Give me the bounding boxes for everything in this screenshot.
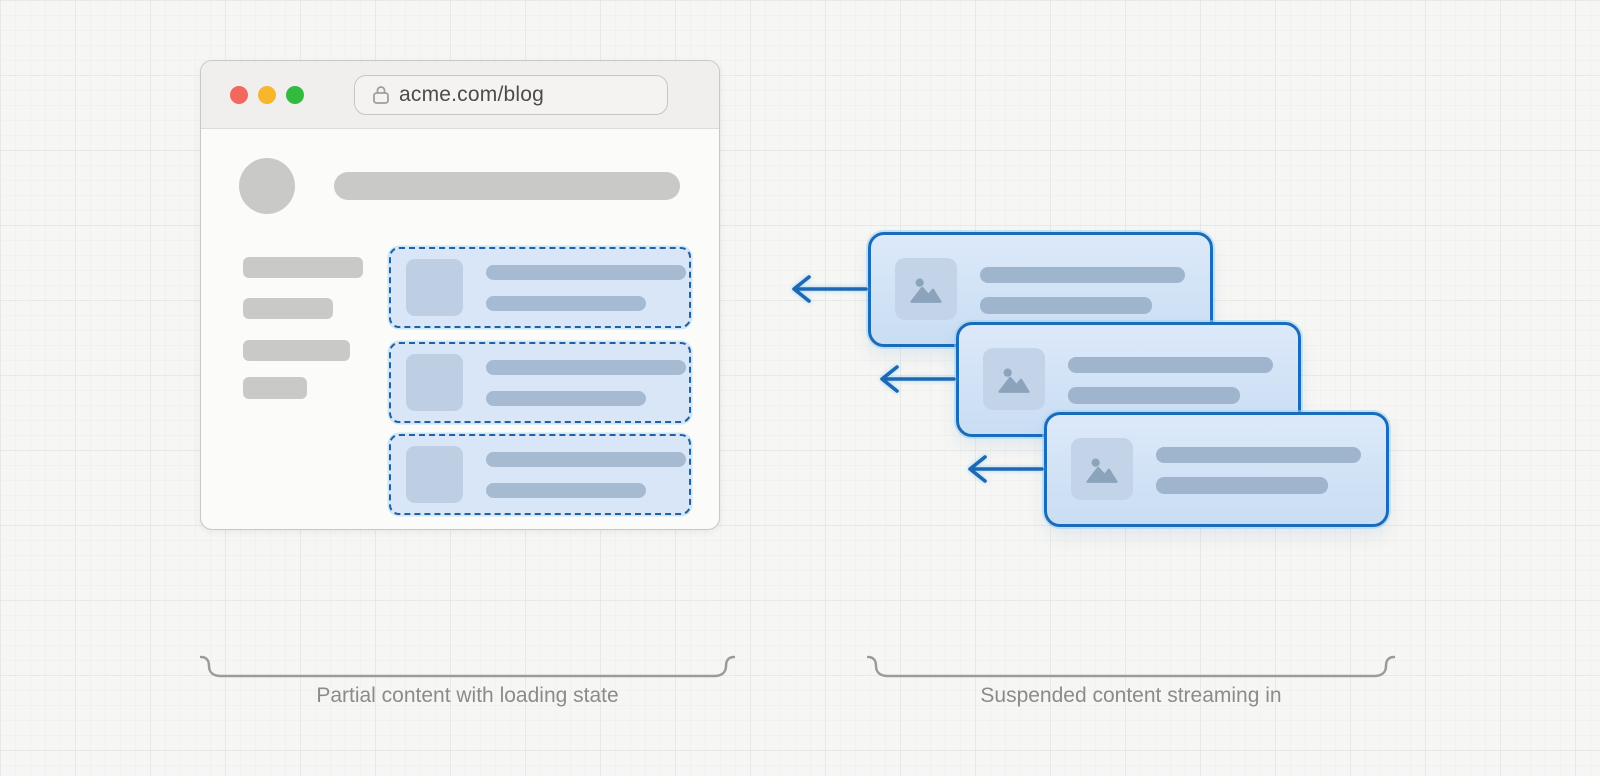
nav-text-placeholder bbox=[243, 298, 333, 319]
text-line-placeholder bbox=[980, 267, 1185, 283]
nav-text-placeholder bbox=[243, 377, 307, 399]
text-line-placeholder bbox=[1156, 447, 1361, 463]
text-line-placeholder bbox=[486, 296, 646, 311]
bracket-left bbox=[200, 655, 735, 678]
text-line-placeholder bbox=[486, 483, 646, 498]
text-line-placeholder bbox=[1068, 387, 1240, 404]
bracket-right bbox=[867, 655, 1395, 678]
text-line-placeholder bbox=[1156, 477, 1328, 494]
loading-slot bbox=[389, 247, 691, 328]
thumbnail-placeholder bbox=[406, 259, 463, 316]
loading-slot bbox=[389, 342, 691, 423]
traffic-light-minimize bbox=[258, 86, 276, 104]
browser-titlebar: acme.com/blog bbox=[201, 61, 719, 129]
text-line-placeholder bbox=[486, 391, 646, 406]
image-icon bbox=[895, 258, 957, 320]
caption-left: Partial content with loading state bbox=[316, 684, 619, 707]
caption-right: Suspended content streaming in bbox=[980, 684, 1282, 707]
stream-card bbox=[868, 232, 1213, 347]
nav-text-placeholder bbox=[243, 257, 363, 278]
text-line-placeholder bbox=[486, 360, 686, 375]
arrow-left-icon bbox=[880, 365, 956, 393]
address-bar: acme.com/blog bbox=[354, 75, 668, 115]
stream-card bbox=[1044, 412, 1389, 527]
avatar-placeholder bbox=[239, 158, 295, 214]
text-line-placeholder bbox=[1068, 357, 1273, 373]
thumbnail-placeholder bbox=[406, 354, 463, 411]
text-line-placeholder bbox=[486, 452, 686, 467]
traffic-light-maximize bbox=[286, 86, 304, 104]
lock-icon bbox=[372, 85, 390, 105]
nav-text-placeholder bbox=[243, 340, 350, 361]
browser-window: acme.com/blog bbox=[200, 60, 720, 530]
image-icon bbox=[1071, 438, 1133, 500]
traffic-light-close bbox=[230, 86, 248, 104]
text-line-placeholder bbox=[980, 297, 1152, 314]
thumbnail-placeholder bbox=[406, 446, 463, 503]
arrow-left-icon bbox=[968, 455, 1044, 483]
url-text: acme.com/blog bbox=[399, 83, 544, 106]
text-line-placeholder bbox=[486, 265, 686, 280]
arrow-left-icon bbox=[792, 275, 868, 303]
header-placeholder bbox=[334, 172, 680, 200]
loading-slot bbox=[389, 434, 691, 515]
image-icon bbox=[983, 348, 1045, 410]
